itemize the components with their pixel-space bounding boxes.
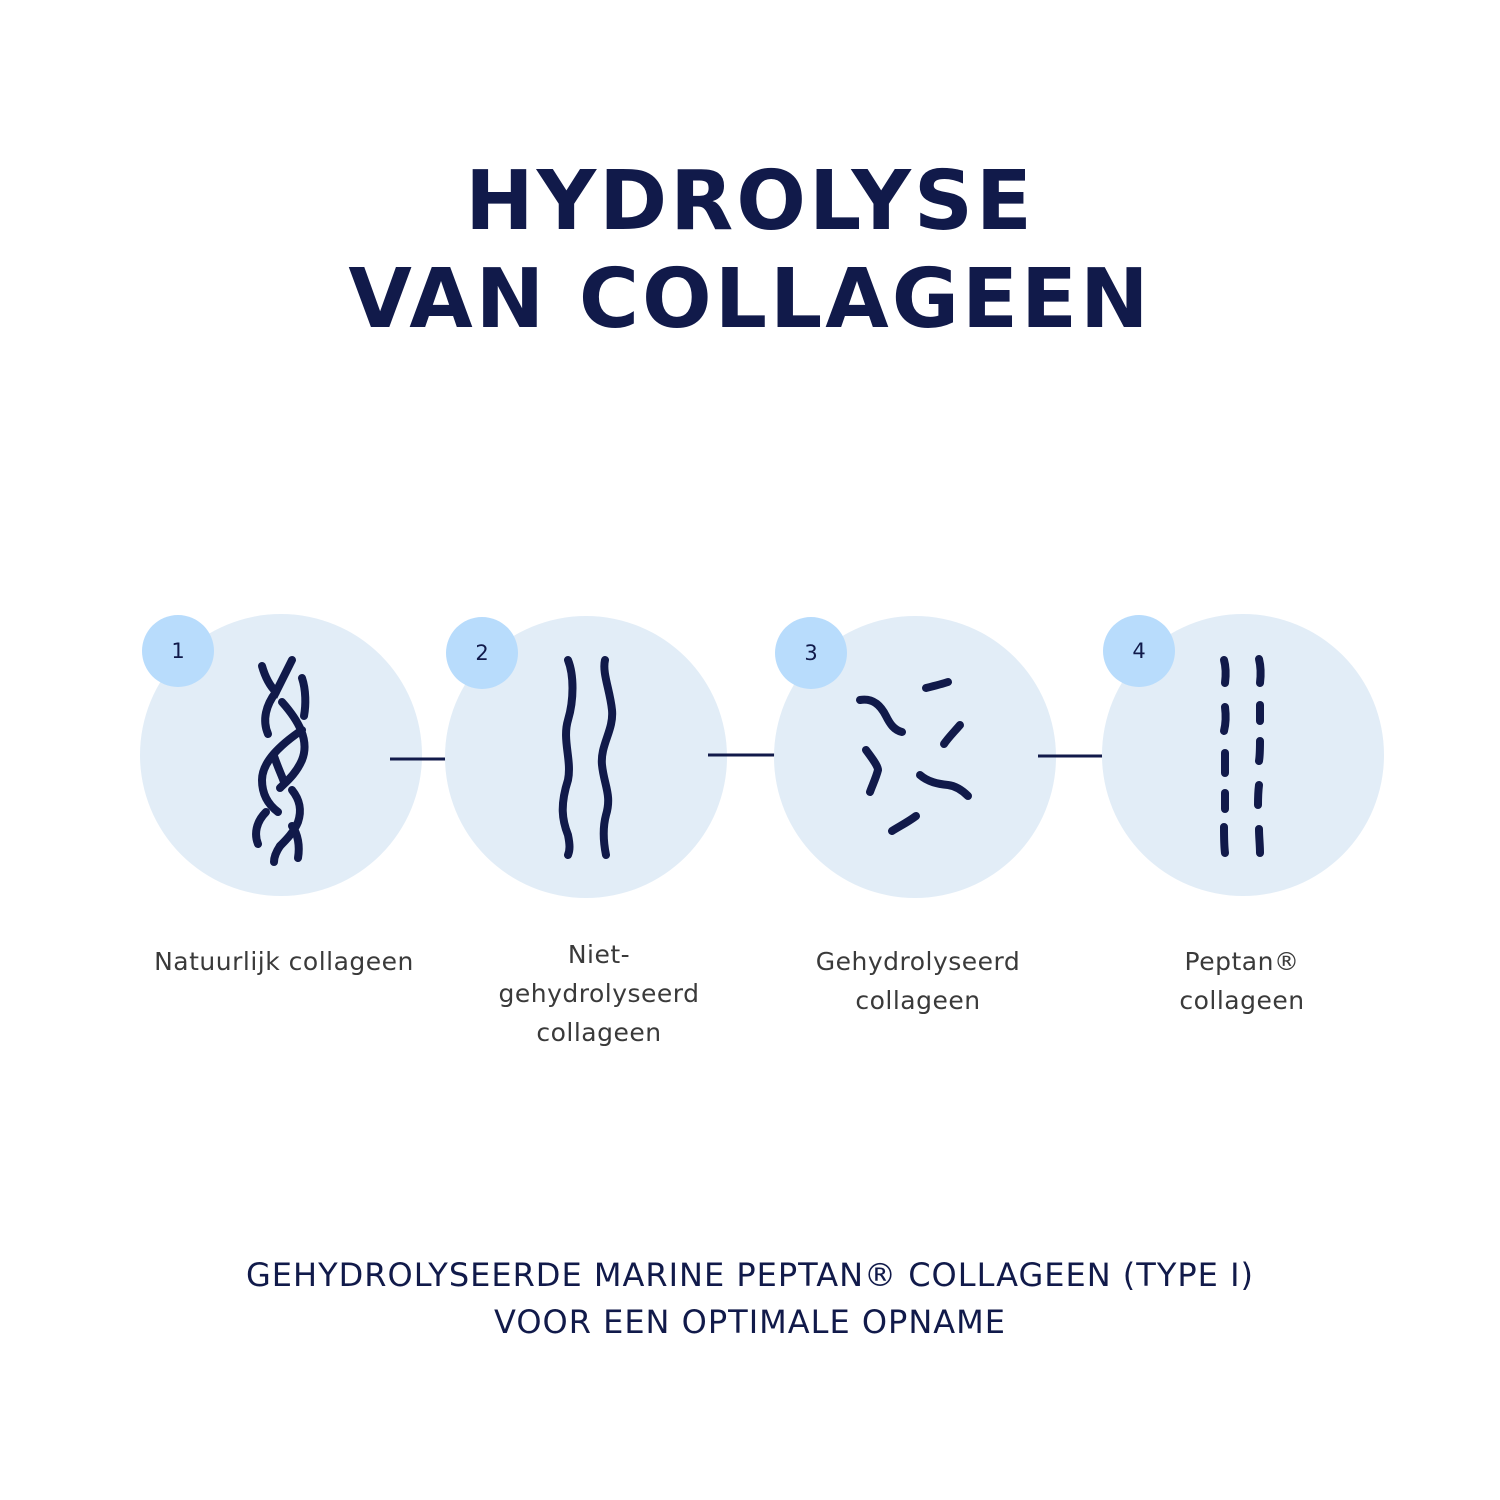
step-2-label-line-2: gehydrolyseerd <box>498 979 700 1008</box>
step-1-number: 1 <box>171 639 185 663</box>
step-2-number: 2 <box>475 641 489 665</box>
two-wavy-strands-icon <box>558 656 617 859</box>
step-3-label-line-1: Gehydrolyseerd <box>815 947 1021 976</box>
step-4-label-line-2: collageen <box>1179 986 1305 1015</box>
step-1-label-line: Natuurlijk collageen <box>154 947 414 976</box>
page-title-line-1: HYDROLYSE <box>465 154 1035 249</box>
step-2-badge: 2 <box>446 617 518 689</box>
step-3-label: Gehydrolyseerd collageen <box>770 942 1066 1020</box>
step-1-badge: 1 <box>142 615 214 687</box>
step-3-label-line-2: collageen <box>855 986 981 1015</box>
step-3-number: 3 <box>804 641 818 665</box>
step-4-badge: 4 <box>1103 615 1175 687</box>
step-2-label: Niet- gehydrolyseerd collageen <box>450 935 748 1052</box>
step-4-label: Peptan® collageen <box>1100 942 1384 1020</box>
step-2-label-line-3: collageen <box>536 1018 662 1047</box>
page-title-line-2: VAN COLLAGEEN <box>348 252 1152 347</box>
step-1-label: Natuurlijk collageen <box>130 942 438 981</box>
triple-helix-icon <box>252 656 310 866</box>
fragmented-strands-icon <box>856 678 972 835</box>
footer-tagline-line-2: VOOR EEN OPTIMALE OPNAME <box>494 1303 1006 1341</box>
step-4-label-line-1: Peptan® <box>1184 947 1300 976</box>
dashed-peptide-strands-icon <box>1220 655 1265 857</box>
step-4-number: 4 <box>1132 639 1146 663</box>
step-2-label-line-1: Niet- <box>567 940 631 969</box>
footer-tagline-line-1: GEHYDROLYSEERDE MARINE PEPTAN® COLLAGEEN… <box>246 1256 1254 1294</box>
step-3-badge: 3 <box>775 617 847 689</box>
